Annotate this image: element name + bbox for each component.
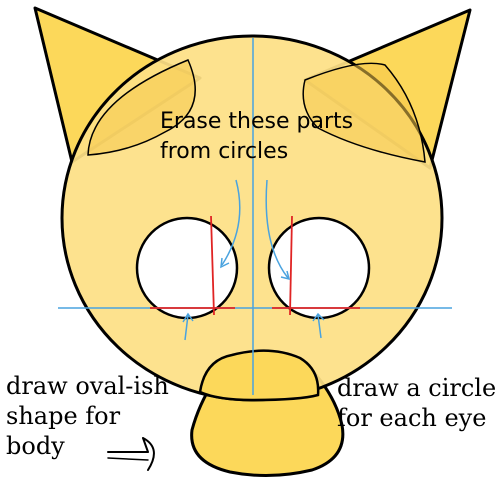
left-ear-overlap (87, 59, 196, 156)
left-eye-red-vertical (210, 215, 215, 316)
left-eye (135, 216, 239, 320)
body-label-line2: shape for (6, 402, 121, 430)
left-arrow-head (220, 257, 230, 269)
left-arrow-curve (221, 179, 241, 266)
right-ear-overlap (302, 62, 426, 163)
left-small-arrow (182, 312, 194, 341)
body-label-line1: draw oval-ish (6, 372, 169, 400)
right-arrow-curve (265, 179, 289, 279)
eye-label-line2: for each eye (337, 404, 486, 432)
right-eye-red-vertical (289, 215, 293, 316)
right-small-arrow (312, 312, 325, 339)
right-eye (267, 216, 371, 320)
erase-label-line1: Erase these parts (160, 109, 353, 134)
eye-label-line1: draw a circle (337, 374, 496, 402)
body-label-line3: body (6, 432, 65, 460)
body-overlap-region (198, 349, 320, 402)
body-pointer-arrow (107, 437, 155, 471)
erase-label-line2: from circles (160, 139, 288, 164)
right-arrow-head (280, 270, 291, 281)
body-pointer-arrow-tail (107, 457, 149, 461)
